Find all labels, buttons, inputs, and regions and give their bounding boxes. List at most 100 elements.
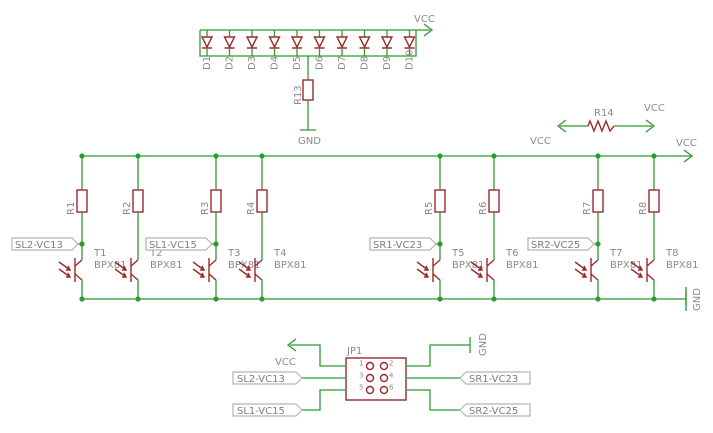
diode-icon bbox=[380, 36, 394, 49]
r13-label: R13 bbox=[293, 85, 304, 105]
pin-number: 1 bbox=[359, 360, 363, 368]
junction-dot bbox=[491, 153, 497, 159]
junction-dot bbox=[437, 153, 443, 159]
resistor-label: R5 bbox=[424, 202, 435, 215]
diode-icon bbox=[313, 36, 326, 49]
transistor-ref: T1 bbox=[93, 248, 106, 259]
led-label: D8 bbox=[360, 56, 371, 70]
resistor-2 bbox=[132, 189, 144, 213]
vcc-label-led: VCC bbox=[414, 14, 435, 25]
pin-5 bbox=[365, 385, 375, 395]
diode-icon bbox=[290, 36, 304, 49]
jp1-wire-gnd bbox=[406, 337, 471, 367]
led-d9: D9 bbox=[380, 30, 394, 70]
transistor-value: BPX81 bbox=[274, 260, 306, 271]
phototransistor-3 bbox=[208, 258, 217, 282]
resistor-6 bbox=[488, 189, 500, 213]
resistor-3 bbox=[210, 189, 222, 213]
junction-dot bbox=[213, 241, 219, 247]
led-label: D6 bbox=[315, 56, 326, 70]
pin-number: 5 bbox=[359, 384, 363, 392]
transistor-ref: T7 bbox=[609, 248, 622, 259]
led-d4: D4 bbox=[268, 30, 281, 70]
light-arrow-icon bbox=[114, 261, 128, 278]
transistor-value: BPX81 bbox=[610, 260, 642, 271]
junction-dot bbox=[135, 153, 141, 159]
light-arrow-icon bbox=[416, 261, 430, 278]
gnd-label-jp1: GND bbox=[478, 333, 489, 356]
pin-2 bbox=[379, 361, 389, 371]
net-flag-label: SL2-VC13 bbox=[15, 240, 63, 251]
led-label: D10 bbox=[405, 50, 416, 70]
vcc-label-rail: VCC bbox=[676, 138, 697, 149]
light-arrow-icon bbox=[630, 261, 644, 278]
diode-icon bbox=[403, 36, 416, 49]
flag-sl1-jp1-label: SL1-VC15 bbox=[237, 406, 285, 417]
phototransistor-8 bbox=[646, 258, 655, 282]
transistor-ref: T4 bbox=[273, 248, 286, 259]
r13-resistor bbox=[302, 79, 314, 101]
junction-dot bbox=[79, 153, 85, 159]
resistor-1 bbox=[76, 189, 88, 213]
phototransistor-2 bbox=[130, 258, 139, 282]
vcc-label-jp1: VCC bbox=[275, 357, 296, 368]
resistor-label: R1 bbox=[66, 202, 77, 215]
resistor-label: R7 bbox=[582, 202, 593, 215]
resistor-label: R8 bbox=[638, 202, 649, 215]
phototransistor-6 bbox=[486, 258, 495, 282]
sensor-flag-2: SR1-VC23 bbox=[369, 237, 443, 251]
led-bus-wires bbox=[199, 29, 430, 57]
diode-icon bbox=[200, 36, 214, 49]
transistor-ref: T2 bbox=[149, 248, 162, 259]
r13-gnd-wire bbox=[300, 100, 316, 131]
net-flag bbox=[369, 237, 437, 251]
pin-number: 6 bbox=[389, 384, 394, 392]
led-label: D3 bbox=[247, 56, 258, 70]
resistor-4 bbox=[256, 189, 268, 213]
net-flag-label: SR1-VC23 bbox=[373, 240, 422, 251]
pin-1 bbox=[365, 361, 375, 371]
light-arrow-icon bbox=[238, 261, 252, 278]
junction-dot bbox=[595, 153, 601, 159]
sensor-flag-1: SL1-VC15 bbox=[145, 237, 219, 251]
junction-dot bbox=[79, 241, 85, 247]
pin-number: 3 bbox=[359, 372, 363, 380]
light-arrow-icon bbox=[574, 261, 588, 278]
net-flag-label: SL1-VC15 bbox=[149, 240, 197, 251]
sensor-row: VCC GND R1T1BPX81R2T2BPX81R3T3BPX81R4T4B… bbox=[11, 138, 703, 311]
vcc-arrow-led-icon bbox=[423, 23, 434, 37]
led-d3: D3 bbox=[245, 30, 259, 70]
junction-dot bbox=[437, 241, 443, 247]
led-label: D1 bbox=[202, 56, 213, 70]
r14-resistor bbox=[587, 119, 615, 133]
r14-label: R14 bbox=[594, 108, 614, 119]
resistor-label: R6 bbox=[478, 202, 489, 215]
flag-sr1-jp1 bbox=[459, 371, 531, 385]
vcc-label-r14-left: VCC bbox=[530, 136, 551, 147]
net-flag bbox=[11, 237, 79, 251]
sensor-flag-3: SR2-VC25 bbox=[527, 237, 601, 251]
transistor-value: BPX81 bbox=[666, 260, 698, 271]
transistor-value: BPX81 bbox=[150, 260, 182, 271]
vcc-arrow-rail-icon bbox=[683, 149, 694, 163]
phototransistor-4 bbox=[254, 258, 263, 282]
pin-number: 2 bbox=[389, 360, 393, 368]
phototransistor-7 bbox=[590, 258, 599, 282]
light-arrow-icon bbox=[470, 261, 484, 278]
led-label: D4 bbox=[270, 56, 281, 70]
led-label: D9 bbox=[382, 56, 393, 70]
vcc-arrow-jp1-icon bbox=[286, 338, 297, 352]
diode-icon bbox=[223, 36, 236, 49]
jp1-label: JP1 bbox=[346, 346, 362, 357]
flag-sr2-jp1-label: SR2-VC25 bbox=[469, 406, 518, 417]
led-d8: D8 bbox=[358, 30, 371, 70]
light-arrow-icon bbox=[58, 261, 72, 278]
led-d7: D7 bbox=[335, 30, 349, 70]
